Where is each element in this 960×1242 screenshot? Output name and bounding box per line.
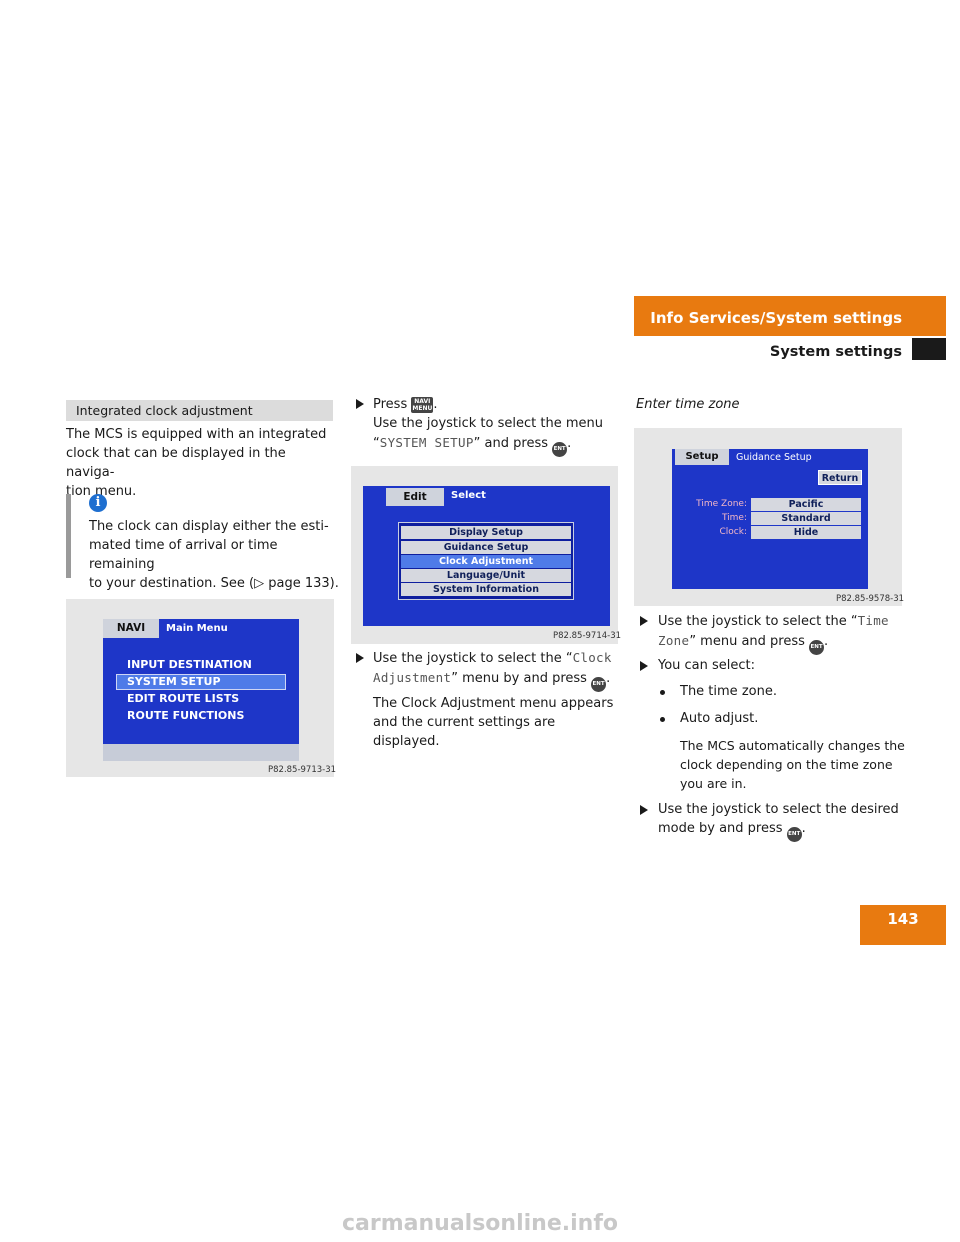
screen1-menu-item: EDIT ROUTE LISTS [127,692,240,705]
screen3-tab: Setup [675,449,729,465]
header-marker [912,338,946,360]
subheading-enter-time-zone: Enter time zone [636,397,740,412]
screen3-label: Time: [721,513,747,523]
bullet-dot [660,690,665,695]
screen3-value: Standard [751,512,861,525]
screen2-menu-item: Guidance Setup [401,541,571,554]
screen1-selection [116,674,286,690]
step-arrow-icon [640,805,648,815]
auto-adjust-description: The MCS automatically changes the clock … [680,738,905,791]
screen3-value: Hide [751,526,861,539]
step-arrow-icon [640,661,648,671]
step-select-time-zone: Use the joystick to select the “Time Zon… [658,611,908,655]
screen2-menu-item: Display Setup [401,526,571,539]
screen1-heading: Main Menu [166,623,228,634]
screen3-value: Pacific [751,498,861,511]
page-number: 143 [887,910,919,928]
page-number-box [860,905,946,945]
section-heading: Integrated clock adjustment [66,400,333,421]
option-auto-adjust: Auto adjust. [680,711,759,726]
chapter-title: Info Services/System settings [650,309,902,327]
page-ref-arrow-icon: ▷ [254,576,265,591]
screen1-menu-item: INPUT DESTINATION [127,658,252,671]
screen2-menu-item: System Information [401,583,571,596]
menu-name-system-setup: SYSTEM SETUP [379,435,474,450]
screen3-label: Time Zone: [696,499,747,509]
info-icon: i [89,494,107,512]
step-you-can-select: You can select: [658,658,756,673]
info-sidebar [66,494,71,578]
screen2-heading: Select [451,490,486,501]
screen3-heading: Guidance Setup [736,452,812,463]
info-note: The clock can display either the esti- m… [89,519,339,591]
enter-key-icon: ENT [591,677,607,692]
screen1-footer [103,744,299,761]
screen1-menu-item: SYSTEM SETUP [127,675,221,688]
step-select-mode: Use the joystick to select the desired m… [658,800,908,842]
screen1-menu-item: ROUTE FUNCTIONS [127,709,245,722]
screen2-caption: P82.85-9714-31 [553,631,622,641]
screen3-label: Clock: [719,527,747,537]
intro-paragraph: The MCS is equipped with an integrated c… [66,427,327,499]
step-arrow-icon [356,653,364,663]
screen1-tab: NAVI [103,619,159,638]
step-arrow-icon [640,616,648,626]
section-title: System settings [769,344,902,360]
enter-key-icon: ENT [809,640,825,655]
option-time-zone: The time zone. [680,684,777,699]
step-result: The Clock Adjustment menu appears and th… [373,696,614,749]
screen1-caption: P82.85-9713-31 [268,765,337,775]
watermark: carmanualsonline.info [342,1211,618,1236]
screen3-return-button: Return [818,470,862,485]
screen-1-display [103,619,299,761]
screen3-caption: P82.85-9578-31 [836,594,905,604]
step-arrow-icon [356,399,364,409]
screen2-menu-item: Language/Unit [401,569,571,582]
bullet-dot [660,717,665,722]
screen2-tab: Edit [386,488,444,506]
enter-key-icon: ENT [552,442,568,457]
step-select-clock: Use the joystick to select the “Clock Ad… [373,648,625,692]
screen2-menu-item-selected: Clock Adjustment [401,555,571,568]
header-bar [634,296,946,336]
enter-key-icon: ENT [786,827,802,842]
